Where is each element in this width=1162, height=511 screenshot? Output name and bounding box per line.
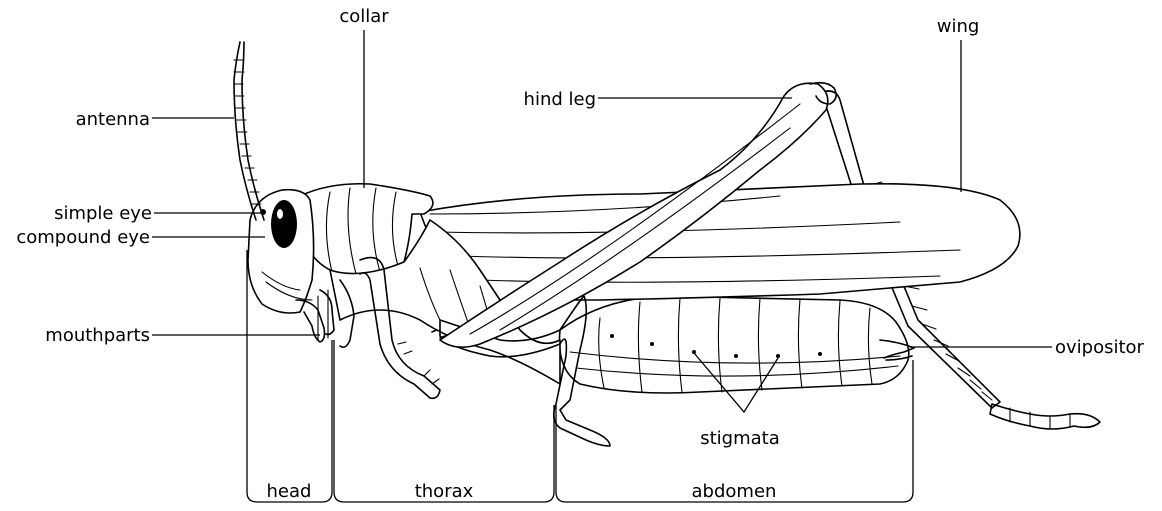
label-mouthparts: mouthparts bbox=[45, 325, 150, 346]
abdomen bbox=[559, 296, 908, 393]
region-head: head bbox=[267, 481, 312, 502]
label-ovipositor: ovipositor bbox=[1055, 337, 1145, 358]
region-thorax: thorax bbox=[415, 481, 474, 502]
label-wing: wing bbox=[937, 16, 980, 37]
antenna-drawing-2 bbox=[242, 42, 264, 220]
label-stigmata: stigmata bbox=[700, 428, 780, 449]
label-compound-eye: compound eye bbox=[16, 227, 150, 248]
hind-tarsus bbox=[990, 404, 1100, 429]
region-abdomen: abdomen bbox=[692, 481, 777, 502]
thorax-bracket bbox=[334, 340, 554, 502]
label-collar: collar bbox=[339, 6, 389, 27]
label-hind-leg: hind leg bbox=[524, 89, 596, 110]
label-simple-eye: simple eye bbox=[54, 203, 152, 224]
label-antenna: antenna bbox=[76, 109, 150, 130]
compound-eye bbox=[271, 200, 297, 248]
